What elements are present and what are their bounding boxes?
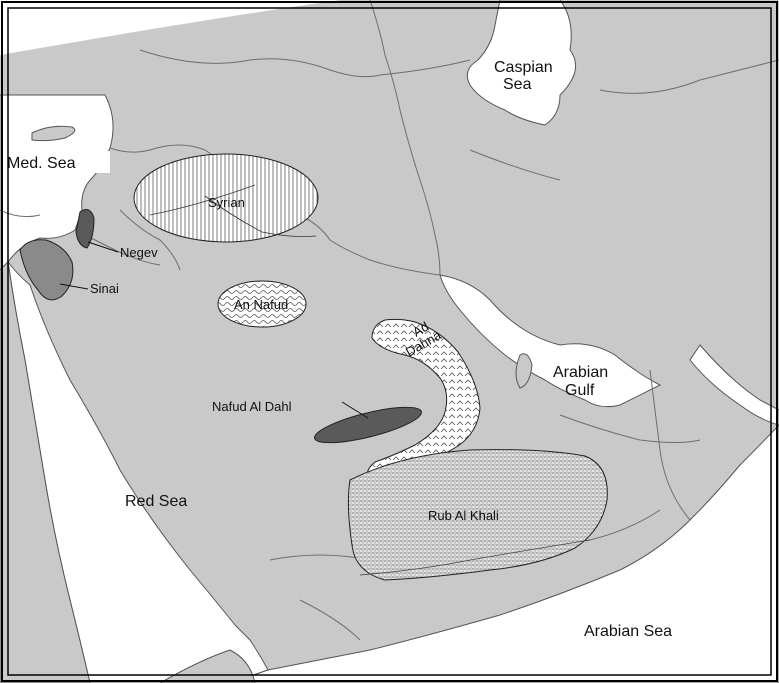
an-nafud-desert-label: An Nafud [234,297,288,312]
africa-land [0,260,91,683]
an-nafud-desert [217,280,307,328]
sinai-desert-label: Sinai [90,281,119,296]
sinai-leader-line [59,283,89,290]
negev-desert-label: Negev [120,245,158,260]
med-sea-label: Med. Sea [7,155,76,172]
nafud-al-dahl-desert [314,406,422,444]
caspian-sea [466,0,577,126]
arabian-sea-label: Arabian Sea [584,623,672,640]
arabian-gulf-label-line1: Arabian [553,364,608,381]
syrian-inner-border [149,184,317,237]
syrian-desert-label: Syrian [208,195,245,210]
arabian-gulf [439,274,662,408]
map-frame-inner [7,7,772,676]
ad-dahna-desert-label-line1: Ad [410,319,431,340]
qatar-peninsula [515,353,533,389]
rub-al-khali-inner-border [359,539,591,576]
arabian-gulf-label-line2: Gulf [565,382,595,399]
negev-desert [75,209,95,249]
top-white-area [0,0,340,55]
syrian-desert [133,153,319,243]
red-sea-label: Red Sea [125,493,187,510]
cyprus-island [31,125,76,142]
caspian-sea-label-line2: Sea [503,76,532,93]
nafud-al-dahl-leader-line [341,401,369,419]
med-sea-label-bg [2,151,110,173]
nafud-al-dahl-desert-label: Nafud Al Dahl [212,399,292,414]
ad-dahna-desert [366,318,481,479]
caspian-sea-label-line1: Caspian [494,59,553,76]
arabian-sea [229,424,779,683]
sinai-desert [19,239,74,301]
rub-al-khali-desert-label: Rub Al Khali [428,508,499,523]
negev-leader-line [87,241,119,253]
gulf-of-oman [689,344,779,426]
